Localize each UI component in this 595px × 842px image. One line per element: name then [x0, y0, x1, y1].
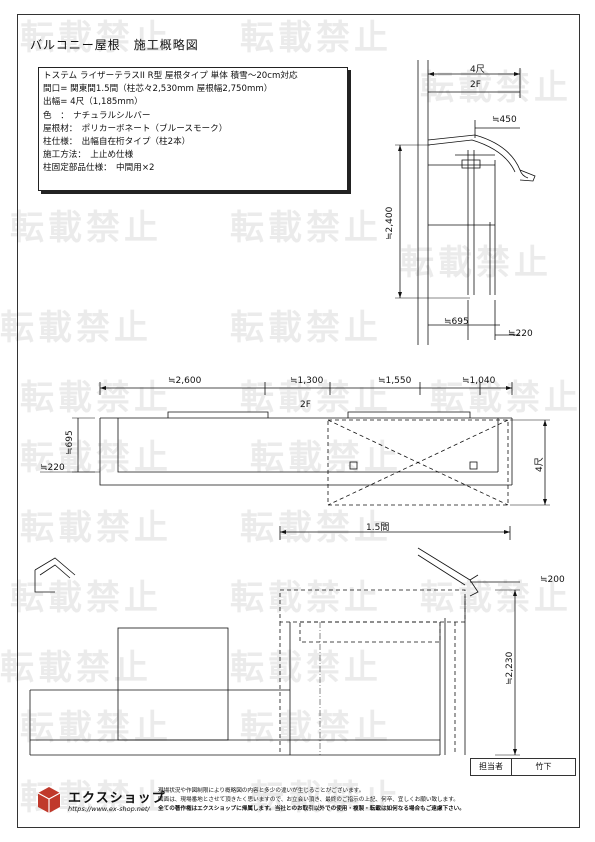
- spec-line: 施工方法： 上止め仕様: [43, 150, 134, 161]
- plan-offset-label: ≒220: [40, 463, 65, 473]
- plan-dim-2: ≒1,300: [290, 376, 324, 386]
- dim-eave-label: ≒450: [492, 115, 517, 125]
- drawing-sheet: [17, 14, 580, 828]
- watermark: 転載禁止: [250, 778, 402, 818]
- watermark: 転載禁止: [20, 508, 172, 548]
- footer-note: 図面は、現場番地とさせて頂きたく思いますので、お立会い頂き、最終のご指示の上記、…: [158, 796, 459, 803]
- spec-line: 出幅= 4尺（1,185mm）: [43, 97, 143, 108]
- watermark: 転載禁止: [20, 708, 172, 748]
- plan-dim-1: ≒2,600: [168, 376, 202, 386]
- spec-line: 柱仕様： 出幅自在桁タイプ（柱2本）: [43, 136, 191, 147]
- watermark: 転載禁止: [230, 208, 382, 248]
- spec-line: トステム ライザーテラスII R型 屋根タイプ 単体 積雪～20cm対応: [43, 71, 298, 81]
- dim-top-label: 4尺: [470, 65, 485, 75]
- footer-notes: 現場状況や作図制限により概略図の内容と多少の違いが生じることがございます。 図面…: [158, 787, 563, 813]
- watermark: 転載禁止: [20, 438, 172, 478]
- plan-floor-label: 2F: [300, 400, 311, 410]
- elev-eave-label: ≒200: [540, 575, 565, 585]
- signature-label: 担当者: [471, 759, 512, 775]
- watermark: 転載禁止: [240, 708, 392, 748]
- dim-height-label: ≒2,400: [385, 206, 395, 240]
- plan-width-label: 1.5間: [366, 523, 390, 533]
- watermark: 転載禁止: [0, 648, 152, 688]
- dim-post-offset-label: ≒220: [508, 329, 533, 339]
- watermark: 転載禁止: [240, 18, 392, 58]
- elev-height-label: ≒2,230: [505, 651, 515, 685]
- watermark: 転載禁止: [420, 578, 572, 618]
- plan-projection-label: 4尺: [535, 457, 545, 472]
- watermark: 転載禁止: [240, 508, 392, 548]
- plan-depth-label: ≒695: [65, 430, 75, 455]
- watermark: 転載禁止: [230, 578, 382, 618]
- watermark: 転載禁止: [20, 378, 172, 418]
- footer-note: 全ての著作権はエクスショップに帰属します。当社とのお取引以外での使用・複製・転載…: [158, 805, 465, 812]
- spec-line: 屋根材： ポリカーボネート（ブルースモーク）: [43, 123, 228, 134]
- dim-floor-label: 2F: [470, 80, 481, 90]
- watermark: 転載禁止: [430, 378, 582, 418]
- watermark: 転載禁止: [230, 648, 382, 688]
- watermark: 転載禁止: [10, 208, 162, 248]
- page-title: バルコニー屋根 施工概略図: [30, 38, 199, 52]
- watermark: 転載禁止: [20, 18, 172, 58]
- signature-box: 担当者 竹下: [470, 758, 576, 776]
- plan-dim-3: ≒1,550: [378, 376, 412, 386]
- spec-box: トステム ライザーテラスII R型 屋根タイプ 単体 積雪～20cm対応 間口=…: [38, 67, 348, 191]
- signature-name: 竹下: [535, 762, 552, 771]
- dim-base-label: ≒695: [444, 317, 469, 327]
- brand-name: エクスショップ: [68, 791, 166, 806]
- plan-dim-4: ≒1,040: [462, 376, 496, 386]
- watermark: 転載禁止: [250, 438, 402, 478]
- spec-line: 色 ： ナチュラルシルバー: [43, 110, 151, 121]
- footer-note: 現場状況や作図制限により概略図の内容と多少の違いが生じることがございます。: [158, 788, 365, 794]
- brand-url: https://www.ex-shop.net/: [68, 805, 150, 813]
- watermark: 転載禁止: [420, 68, 572, 108]
- watermark: 転載禁止: [230, 308, 382, 348]
- spec-line: 柱固定部品仕様： 中間用×2: [43, 163, 155, 174]
- spec-line: 間口= 関東間1.5間（柱芯々2,530mm 屋根幅2,750mm）: [43, 84, 273, 95]
- footer: エクスショップ https://www.ex-shop.net/ 現場状況や作図…: [30, 781, 570, 819]
- watermark: 転載禁止: [0, 308, 152, 348]
- box-logo-icon: [37, 787, 61, 813]
